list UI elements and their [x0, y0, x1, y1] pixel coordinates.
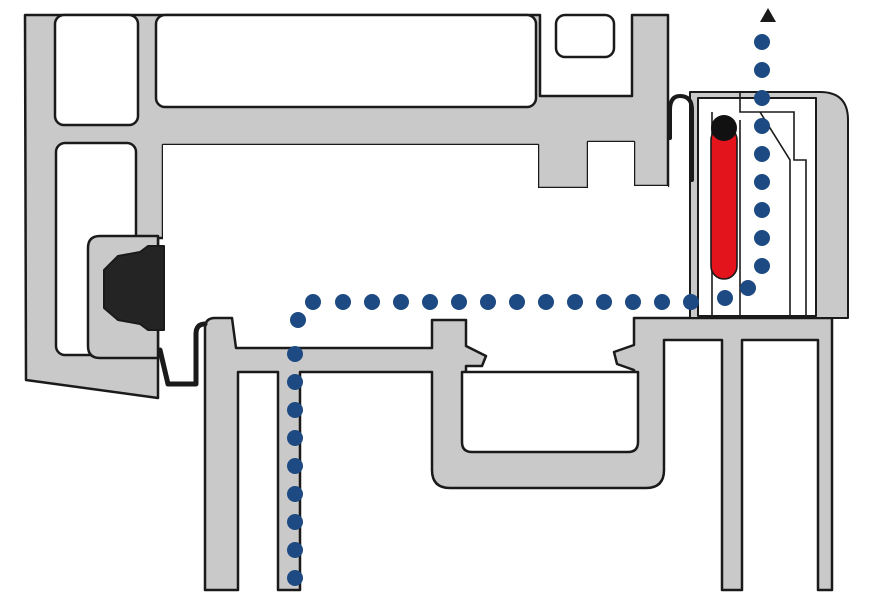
airflow-dot	[335, 294, 351, 310]
airflow-dot	[754, 146, 770, 162]
airflow-dot	[422, 294, 438, 310]
airflow-dot	[287, 430, 303, 446]
gasket-seal	[103, 245, 165, 331]
vent-baffle-top	[739, 92, 807, 316]
airflow-dot	[754, 258, 770, 274]
airflow-dot	[305, 294, 321, 310]
airflow-dot	[754, 118, 770, 134]
airflow-dot	[683, 294, 699, 310]
airflow-dot	[538, 294, 554, 310]
airflow-dot	[625, 294, 641, 310]
airflow-dot	[754, 230, 770, 246]
airflow-dot	[290, 312, 306, 328]
airflow-dot	[754, 174, 770, 190]
airflow-dot	[754, 62, 770, 78]
vent-flap-pivot	[711, 115, 737, 141]
airflow-dot	[754, 90, 770, 106]
airflow-dot	[287, 374, 303, 390]
airflow-dot	[287, 514, 303, 530]
airflow-path	[287, 34, 770, 586]
airflow-dot	[509, 294, 525, 310]
airflow-dot	[287, 570, 303, 586]
sash-chamber-top-right	[554, 13, 616, 59]
airflow-dot	[451, 294, 467, 310]
airflow-dot	[740, 280, 756, 296]
airflow-dot	[567, 294, 583, 310]
airflow-arrowhead-icon	[760, 8, 776, 22]
vent-flap	[710, 126, 738, 280]
frame-inner-channel	[460, 370, 640, 454]
airflow-dot	[287, 542, 303, 558]
airflow-dot	[287, 458, 303, 474]
vent-clip	[668, 94, 694, 182]
airflow-dot	[393, 294, 409, 310]
airflow-dot	[596, 294, 612, 310]
airflow-dot	[754, 34, 770, 50]
airflow-dot	[654, 294, 670, 310]
airflow-dot	[287, 402, 303, 418]
gasket-hook-clip	[157, 321, 208, 387]
airflow-dot	[480, 294, 496, 310]
frame-profile-body	[203, 316, 834, 592]
sash-chamber-top-left	[53, 13, 140, 127]
airflow-dot	[754, 202, 770, 218]
sash-profile	[23, 13, 670, 400]
airflow-dot	[364, 294, 380, 310]
vent-baffle-diagonal	[759, 111, 791, 316]
airflow-dot	[717, 290, 733, 306]
frame-profile	[203, 316, 834, 592]
airflow-dot	[287, 486, 303, 502]
glazing-gasket	[86, 234, 208, 387]
sash-chamber-top-middle	[154, 13, 538, 109]
airflow-dot	[287, 346, 303, 362]
sash-glass-pocket	[163, 142, 668, 300]
